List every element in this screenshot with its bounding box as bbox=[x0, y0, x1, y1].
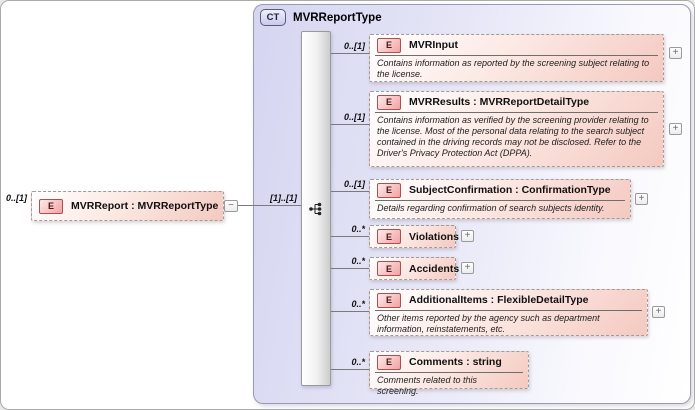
complex-type-title: MVRReportType bbox=[293, 11, 382, 24]
element-title: AdditionalItems : FlexibleDetailType bbox=[409, 294, 589, 306]
complex-type-header: CT MVRReportType bbox=[260, 9, 382, 26]
element-icon: E bbox=[377, 261, 401, 276]
element-additionalitems[interactable]: E AdditionalItems : FlexibleDetailType O… bbox=[369, 289, 648, 336]
expand-button-mvrresults[interactable]: + bbox=[669, 123, 682, 135]
connector-comments bbox=[331, 369, 369, 370]
cardinality-mvrresults: 0..[1] bbox=[343, 112, 365, 122]
connector-mvrinput bbox=[331, 53, 369, 54]
element-title: Accidents bbox=[409, 262, 460, 275]
complex-type-badge-icon: CT bbox=[260, 9, 286, 26]
element-title: MVRInput bbox=[409, 39, 458, 51]
element-title: Violations bbox=[409, 230, 459, 243]
connector-accidents bbox=[331, 268, 369, 269]
cardinality-subjectconfirmation: 0..[1] bbox=[343, 179, 365, 189]
element-violations[interactable]: E Violations bbox=[369, 225, 459, 248]
sequence-icon bbox=[309, 202, 322, 216]
element-annotation: Other items reported by the agency such … bbox=[375, 310, 642, 338]
element-title: Comments : string bbox=[409, 356, 502, 368]
connector-mvrresults bbox=[331, 124, 369, 125]
element-icon: E bbox=[377, 37, 401, 53]
cardinality-accidents: 0..* bbox=[351, 256, 365, 266]
element-title: SubjectConfirmation : ConfirmationType bbox=[409, 184, 611, 196]
cardinality-sequence: [1]..[1] bbox=[270, 193, 297, 203]
expand-button-subjectconfirmation[interactable]: + bbox=[635, 193, 648, 205]
cardinality-violations: 0..* bbox=[351, 224, 365, 234]
cardinality-root: 0..[1] bbox=[5, 193, 27, 203]
connector-root bbox=[238, 205, 301, 206]
element-icon: E bbox=[377, 182, 401, 198]
connector-violations bbox=[331, 236, 369, 237]
expand-button-accidents[interactable]: + bbox=[461, 262, 474, 274]
element-comments[interactable]: E Comments : string Comments related to … bbox=[369, 351, 529, 396]
connector-additionalitems bbox=[331, 311, 369, 312]
element-icon: E bbox=[377, 354, 401, 370]
element-annotation: Contains information as verified by the … bbox=[375, 112, 658, 162]
element-icon: E bbox=[377, 94, 401, 110]
element-annotation: Details regarding confirmation of search… bbox=[375, 200, 625, 217]
collapse-button-mvrreport[interactable]: − bbox=[224, 200, 238, 212]
element-annotation: Comments related to this screening. bbox=[375, 372, 523, 400]
expand-button-violations[interactable]: + bbox=[461, 230, 474, 242]
connector-subjectconfirmation bbox=[331, 191, 369, 192]
element-icon: E bbox=[377, 229, 401, 244]
element-icon: E bbox=[39, 198, 63, 214]
cardinality-mvrinput: 0..[1] bbox=[343, 41, 365, 51]
element-mvrreport[interactable]: E MVRReport : MVRReportType bbox=[31, 191, 224, 221]
cardinality-additionalitems: 0..* bbox=[351, 299, 365, 309]
element-icon: E bbox=[377, 292, 401, 308]
element-accidents[interactable]: E Accidents bbox=[369, 257, 460, 280]
element-mvrinput[interactable]: E MVRInput Contains information as repor… bbox=[369, 34, 664, 82]
element-title: MVRReport : MVRReportType bbox=[71, 200, 219, 212]
expand-button-additionalitems[interactable]: + bbox=[652, 306, 665, 318]
cardinality-comments: 0..* bbox=[351, 357, 365, 367]
expand-button-mvrinput[interactable]: + bbox=[669, 47, 682, 59]
element-subjectconfirmation[interactable]: E SubjectConfirmation : ConfirmationType… bbox=[369, 179, 631, 219]
element-title: MVRResults : MVRReportDetailType bbox=[409, 96, 590, 108]
element-mvrresults[interactable]: E MVRResults : MVRReportDetailType Conta… bbox=[369, 91, 664, 167]
element-annotation: Contains information as reported by the … bbox=[375, 55, 658, 83]
